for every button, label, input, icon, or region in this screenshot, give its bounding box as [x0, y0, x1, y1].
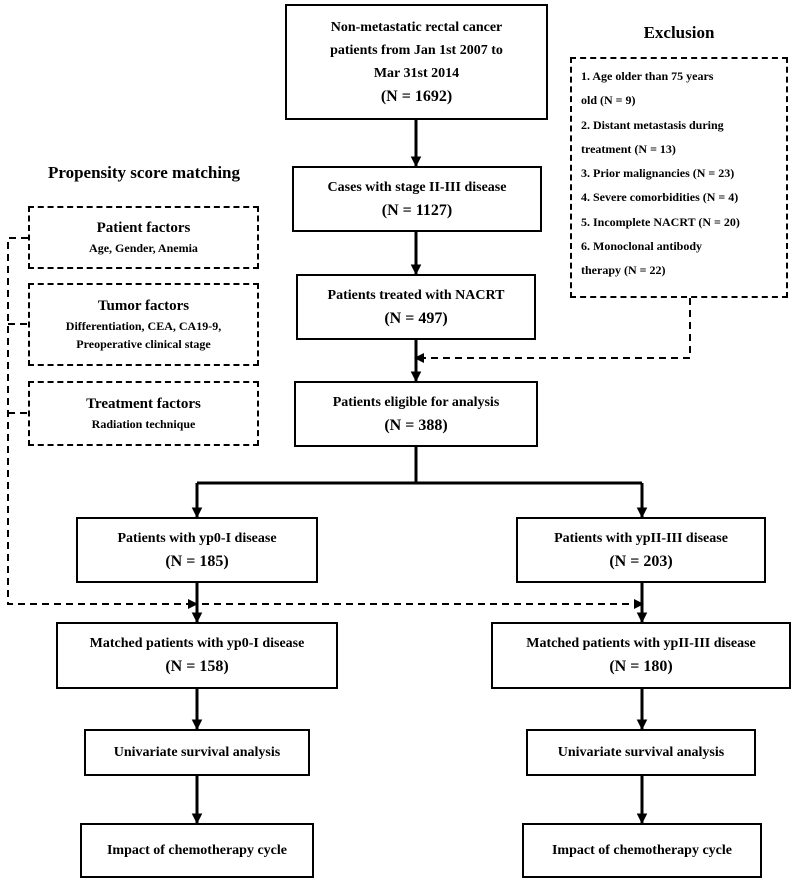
box-yp23-count: (N = 203): [609, 552, 673, 570]
exclusion-line: 2. Distant metastasis during: [581, 117, 724, 132]
box-impact-left-text: Impact of chemotherapy cycle: [106, 843, 287, 858]
psm-patient-factors-title: Patient factors: [96, 220, 191, 236]
exclusion-title: Exclusion: [643, 23, 715, 42]
arrowhead-psm-right: [634, 599, 644, 609]
box-impact-right-text: Impact of chemotherapy cycle: [551, 843, 732, 858]
psm-patient-factors-line: Age, Gender, Anemia: [89, 241, 198, 255]
exclusion-line: 6. Monoclonal antibody: [581, 239, 703, 254]
box-nacrt: Patients treated with NACRT (N = 497): [296, 274, 536, 340]
box-start-line: Non-metastatic rectal cancer: [330, 19, 503, 35]
exclusion-line: 4. Severe comorbidities (N = 4): [581, 190, 739, 205]
box-start-line: patients from Jan 1st 2007 to: [330, 42, 503, 58]
box-eligible: Patients eligible for analysis (N = 388): [294, 381, 538, 447]
box-yp0-text: Patients with yp0-I disease: [117, 530, 277, 546]
box-yp0-count: (N = 185): [165, 552, 229, 570]
box-nacrt-count: (N = 497): [384, 309, 448, 327]
box-matched-yp0: Matched patients with yp0-I disease (N =…: [56, 622, 338, 689]
psm-patient-factors: Patient factors Age, Gender, Anemia: [28, 206, 259, 269]
box-start-line: Mar 31st 2014: [373, 65, 460, 81]
box-nacrt-text: Patients treated with NACRT: [327, 287, 505, 303]
box-stage-count: (N = 1127): [381, 201, 453, 219]
box-matched-yp0-count: (N = 158): [165, 658, 229, 675]
psm-treatment-factors-line: Radiation technique: [91, 417, 196, 431]
psm-tumor-factors-title: Tumor factors: [97, 298, 190, 314]
box-matched-yp23: Matched patients with ypII-III disease (…: [491, 622, 791, 689]
box-univariate-left: Univariate survival analysis: [84, 729, 310, 776]
box-univariate-left-text: Univariate survival analysis: [113, 745, 281, 760]
box-stage: Cases with stage II-III disease (N = 112…: [292, 166, 542, 232]
exclusion-line: 1. Age older than 75 years: [581, 69, 714, 83]
box-start: Non-metastatic rectal cancer patients fr…: [285, 4, 548, 120]
exclusion-line: old (N = 9): [581, 93, 636, 108]
arrowhead-exclusion: [414, 353, 424, 363]
exclusion-line: 5. Incomplete NACRT (N = 20): [581, 214, 740, 229]
split-connector: [197, 447, 418, 485]
box-matched-yp23-text: Matched patients with ypII-III disease: [526, 636, 756, 651]
box-univariate-right: Univariate survival analysis: [526, 729, 756, 776]
box-yp23: Patients with ypII-III disease (N = 203): [516, 517, 766, 583]
box-eligible-text: Patients eligible for analysis: [332, 394, 500, 410]
psm-treatment-factors: Treatment factors Radiation technique: [28, 381, 259, 446]
box-eligible-count: (N = 388): [384, 416, 448, 434]
box-start-count: (N = 1692): [380, 87, 453, 105]
psm-tumor-factors-line: Preoperative clinical stage: [76, 337, 211, 351]
box-univariate-right-text: Univariate survival analysis: [557, 745, 725, 760]
exclusion-box: 1. Age older than 75 years old (N = 9) 2…: [570, 57, 788, 298]
psm-tumor-factors-line: Differentiation, CEA, CA19-9,: [65, 319, 222, 333]
exclusion-connector: [422, 298, 691, 359]
box-impact-left: Impact of chemotherapy cycle: [80, 823, 314, 878]
box-matched-yp23-count: (N = 180): [609, 658, 673, 675]
arrowhead-psm-left: [188, 599, 198, 609]
box-stage-text: Cases with stage II-III disease: [327, 179, 507, 195]
psm-treatment-factors-title: Treatment factors: [86, 396, 201, 412]
psm-tumor-factors: Tumor factors Differentiation, CEA, CA19…: [28, 283, 259, 366]
exclusion-line: therapy (N = 22): [581, 263, 666, 278]
box-yp0: Patients with yp0-I disease (N = 185): [76, 517, 318, 583]
exclusion-line: treatment (N = 13): [581, 141, 676, 156]
box-yp23-text: Patients with ypII-III disease: [554, 530, 728, 546]
psm-title: Propensity score matching: [47, 163, 241, 182]
exclusion-line: 3. Prior malignancies (N = 23): [581, 166, 735, 181]
box-matched-yp0-text: Matched patients with yp0-I disease: [89, 636, 305, 651]
box-impact-right: Impact of chemotherapy cycle: [522, 823, 762, 878]
